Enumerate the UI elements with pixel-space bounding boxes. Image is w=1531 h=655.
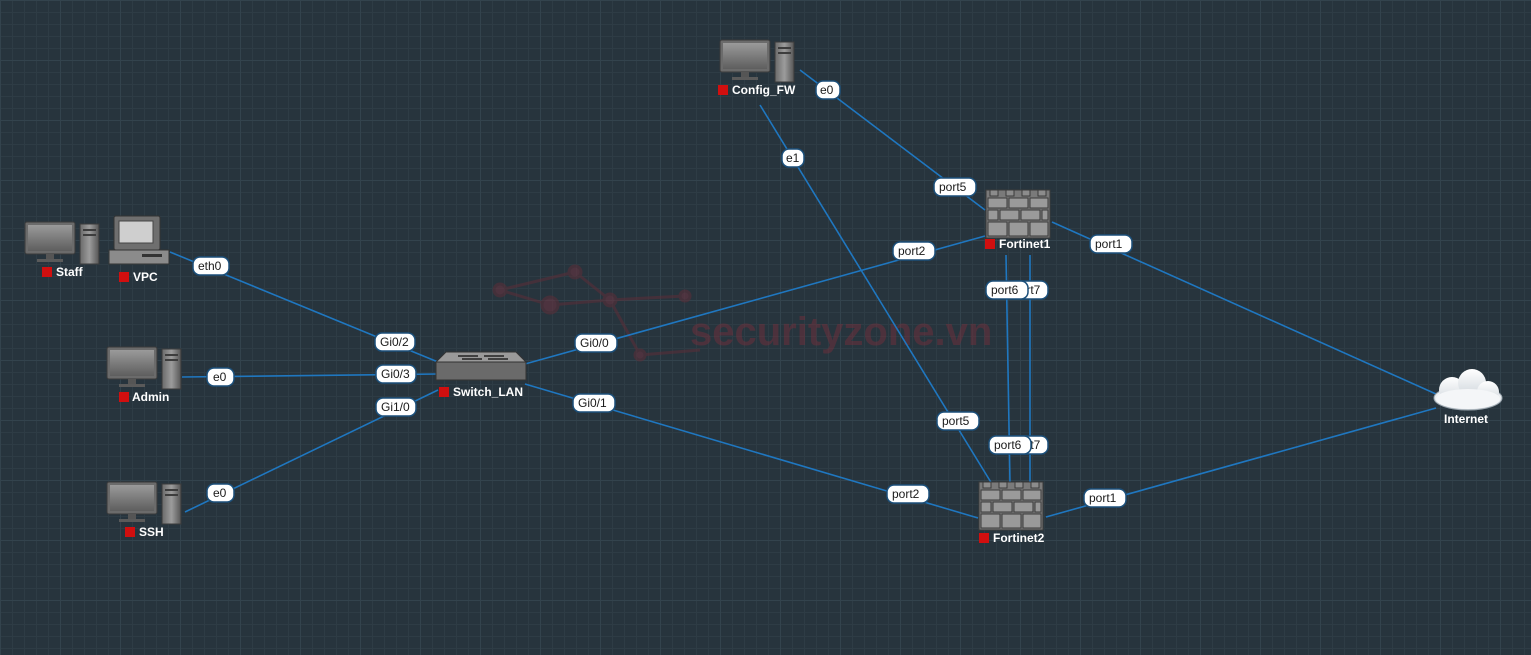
port-label-fortinet2-port6[interactable]: port6 (988, 435, 1032, 455)
node-label: SSH (139, 525, 164, 539)
svg-text:port1: port1 (1089, 491, 1117, 505)
node-label: Staff (56, 265, 84, 279)
node-switch-lan[interactable]: Switch_LAN (434, 351, 528, 399)
port-label-fortinet2-port1[interactable]: port1 (1083, 488, 1127, 508)
node-config-fw[interactable]: Config_FW (718, 39, 796, 97)
vpc-terminal-icon (108, 215, 170, 265)
svg-text:Gi1/0: Gi1/0 (381, 400, 410, 414)
cloud-icon (1433, 369, 1503, 411)
desktop-pc-icon (24, 221, 100, 265)
node-label: VPC (133, 270, 158, 284)
watermark: securityzone.vn (492, 264, 992, 362)
port-labels: eth0 Gi0/2 e0 Gi0/3 e0 Gi1/0 Gi0/0 port (192, 80, 1133, 508)
desktop-pc-icon (106, 481, 182, 525)
node-vpc[interactable]: VPC (108, 215, 170, 284)
svg-text:port5: port5 (942, 414, 970, 428)
node-admin[interactable]: Admin (106, 346, 182, 404)
svg-text:e0: e0 (820, 83, 834, 97)
node-fortinet2[interactable]: Fortinet2 (978, 481, 1045, 545)
svg-text:port6: port6 (991, 283, 1019, 297)
svg-text:port2: port2 (898, 244, 926, 258)
port-label-configfw-e0[interactable]: e0 (815, 80, 841, 100)
port-label-configfw-e1[interactable]: e1 (781, 148, 805, 168)
node-ssh[interactable]: SSH (106, 481, 182, 539)
firewall-icon (978, 481, 1044, 531)
status-indicator (439, 387, 449, 397)
node-fortinet1[interactable]: Fortinet1 (985, 189, 1051, 251)
status-indicator (718, 85, 728, 95)
node-label: Config_FW (732, 83, 796, 97)
svg-text:e0: e0 (213, 486, 227, 500)
node-label: Admin (132, 390, 169, 404)
firewall-icon (985, 189, 1051, 239)
status-indicator (979, 533, 989, 543)
svg-text:eth0: eth0 (198, 259, 222, 273)
watermark-text: securityzone.vn (690, 310, 992, 354)
port-label-switch-gi0-2[interactable]: Gi0/2 (374, 332, 416, 352)
svg-text:Gi0/1: Gi0/1 (578, 396, 607, 410)
port-label-vpc-eth0[interactable]: eth0 (192, 256, 230, 276)
port-label-fortinet1-port6[interactable]: port6 (985, 280, 1029, 300)
desktop-pc-icon (719, 39, 795, 83)
svg-text:Gi0/3: Gi0/3 (381, 367, 410, 381)
port-label-switch-gi0-0[interactable]: Gi0/0 (574, 333, 618, 353)
svg-text:port1: port1 (1095, 237, 1123, 251)
node-staff[interactable]: Staff (24, 221, 100, 279)
node-label: Switch_LAN (453, 385, 523, 399)
port-label-fortinet1-port5[interactable]: port5 (933, 177, 977, 197)
port-label-fortinet1-port1[interactable]: port1 (1089, 234, 1133, 254)
port-label-switch-gi0-1[interactable]: Gi0/1 (572, 393, 616, 413)
desktop-pc-icon (106, 346, 182, 390)
svg-text:e0: e0 (213, 370, 227, 384)
port-label-switch-gi0-3[interactable]: Gi0/3 (375, 364, 417, 384)
status-indicator (125, 527, 135, 537)
svg-text:Gi0/2: Gi0/2 (380, 335, 409, 349)
status-indicator (985, 239, 995, 249)
port-label-switch-gi1-0[interactable]: Gi1/0 (375, 397, 417, 417)
status-indicator (42, 267, 52, 277)
svg-text:e1: e1 (786, 151, 800, 165)
port-label-fortinet1-port2[interactable]: port2 (892, 241, 936, 261)
svg-text:port2: port2 (892, 487, 920, 501)
status-indicator (119, 392, 129, 402)
switch-icon (434, 351, 528, 381)
node-label: Internet (1444, 412, 1488, 426)
node-internet[interactable]: Internet (1433, 369, 1503, 426)
links (169, 69, 1437, 519)
port-label-ssh-e0[interactable]: e0 (206, 483, 235, 503)
port-label-fortinet2-port5[interactable]: port5 (936, 411, 980, 431)
svg-text:Gi0/0: Gi0/0 (580, 336, 609, 350)
svg-text:port5: port5 (939, 180, 967, 194)
port-label-admin-e0[interactable]: e0 (206, 367, 235, 387)
svg-text:port6: port6 (994, 438, 1022, 452)
port-label-fortinet2-port2[interactable]: port2 (886, 484, 930, 504)
status-indicator (119, 272, 129, 282)
node-label: Fortinet1 (999, 237, 1051, 251)
node-label: Fortinet2 (993, 531, 1045, 545)
